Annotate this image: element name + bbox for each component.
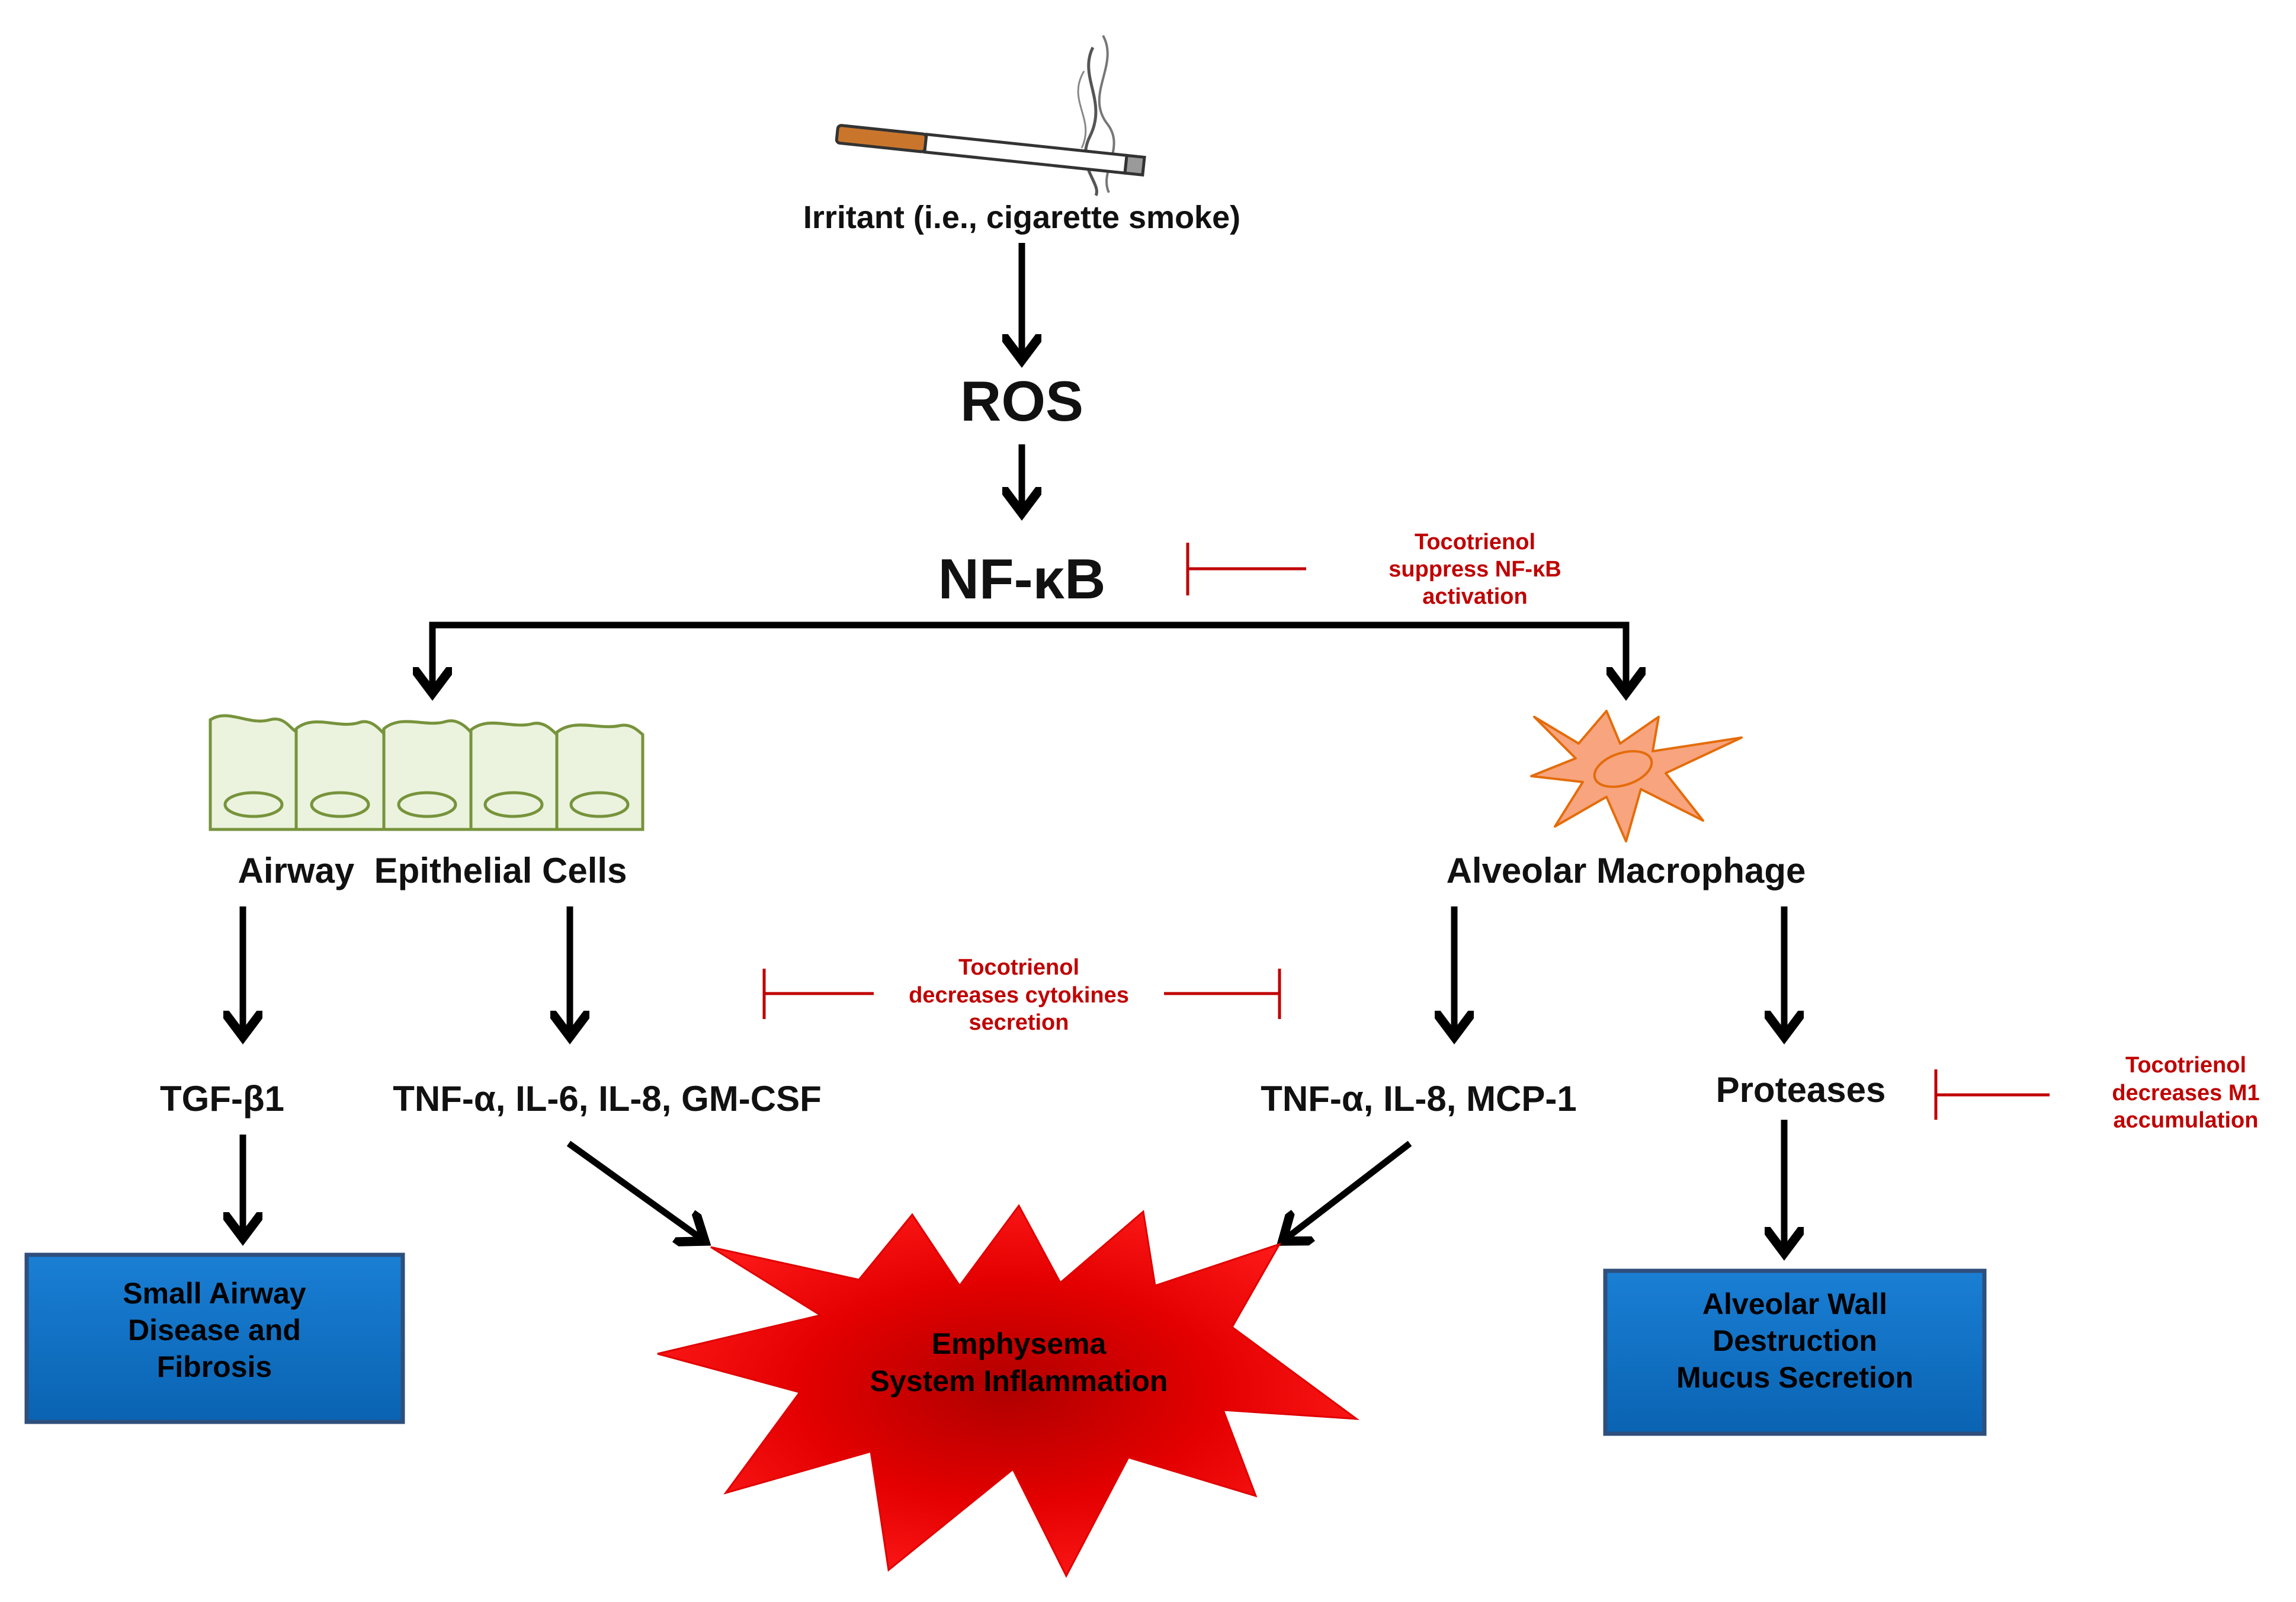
- small-airway-line3: Fibrosis: [157, 1350, 272, 1383]
- inhibition-m1-line2: decreases M1: [2112, 1081, 2259, 1106]
- outcome-alveolar-wall-box: Alveolar Wall Destruction Mucus Secretio…: [1603, 1268, 1987, 1436]
- small-airway-line1: Small Airway: [123, 1277, 306, 1310]
- nfkb-label: NF-κB: [938, 547, 1106, 611]
- branch-connector: [429, 621, 1630, 681]
- alveolar-wall-line1: Alveolar Wall: [1702, 1287, 1887, 1321]
- outcome-emphysema-burst: Emphysema System Inflammation: [657, 1204, 1360, 1578]
- macrophage-cytokines-label: TNF-α, IL-8, MCP-1: [1261, 1079, 1577, 1119]
- macrophage-cell-icon: [1530, 710, 1743, 842]
- proteases-label: Proteases: [1716, 1070, 1886, 1110]
- inhibition-nfkb-line2: suppress NF-κB: [1388, 557, 1561, 582]
- ros-label: ROS: [960, 370, 1083, 433]
- inhibition-cytokines-line2: decreases cytokines: [909, 983, 1129, 1008]
- epithelial-cytokines-label: TNF-α, IL-6, IL-8, GM-CSF: [393, 1079, 822, 1119]
- inhibition-cytokines-line1: Tocotrienol: [958, 955, 1079, 980]
- inhibition-nfkb: Tocotrienol suppress NF-κB activation: [1186, 530, 1561, 609]
- inhibition-m1: Tocotrienol decreases M1 accumulation: [1934, 1053, 2260, 1133]
- alveolar-wall-line3: Mucus Secretion: [1676, 1361, 1913, 1394]
- arrow-epi-cytokines-emphysema: [566, 1140, 705, 1241]
- cigarette-icon: [835, 35, 1146, 197]
- outcome-small-airway-box: Small Airway Disease and Fibrosis: [24, 1252, 405, 1424]
- emphysema-line1: Emphysema: [932, 1327, 1107, 1360]
- inhibition-m1-line3: accumulation: [2114, 1108, 2259, 1133]
- tgf-label: TGF-β1: [160, 1079, 284, 1119]
- alveolar-wall-line2: Destruction: [1713, 1324, 1877, 1357]
- inhibition-nfkb-line1: Tocotrienol: [1415, 530, 1535, 555]
- irritant-label: Irritant (i.e., cigarette smoke): [803, 200, 1240, 235]
- inhibition-cytokines: Tocotrienol decreases cytokines secretio…: [762, 955, 1281, 1035]
- macrophage-label: Alveolar Macrophage: [1447, 851, 1806, 890]
- inhibition-nfkb-line3: activation: [1422, 584, 1527, 609]
- epithelial-cells-icon: [209, 714, 644, 831]
- small-airway-line2: Disease and: [128, 1313, 301, 1347]
- emphysema-line2: System Inflammation: [870, 1364, 1168, 1398]
- inhibition-m1-line1: Tocotrienol: [2125, 1053, 2246, 1078]
- arrow-mac-cytokines-emphysema: [1282, 1140, 1412, 1241]
- airway-cells-label: Airway Epithelial Cells: [238, 851, 627, 890]
- inhibition-cytokines-line3: secretion: [969, 1010, 1069, 1035]
